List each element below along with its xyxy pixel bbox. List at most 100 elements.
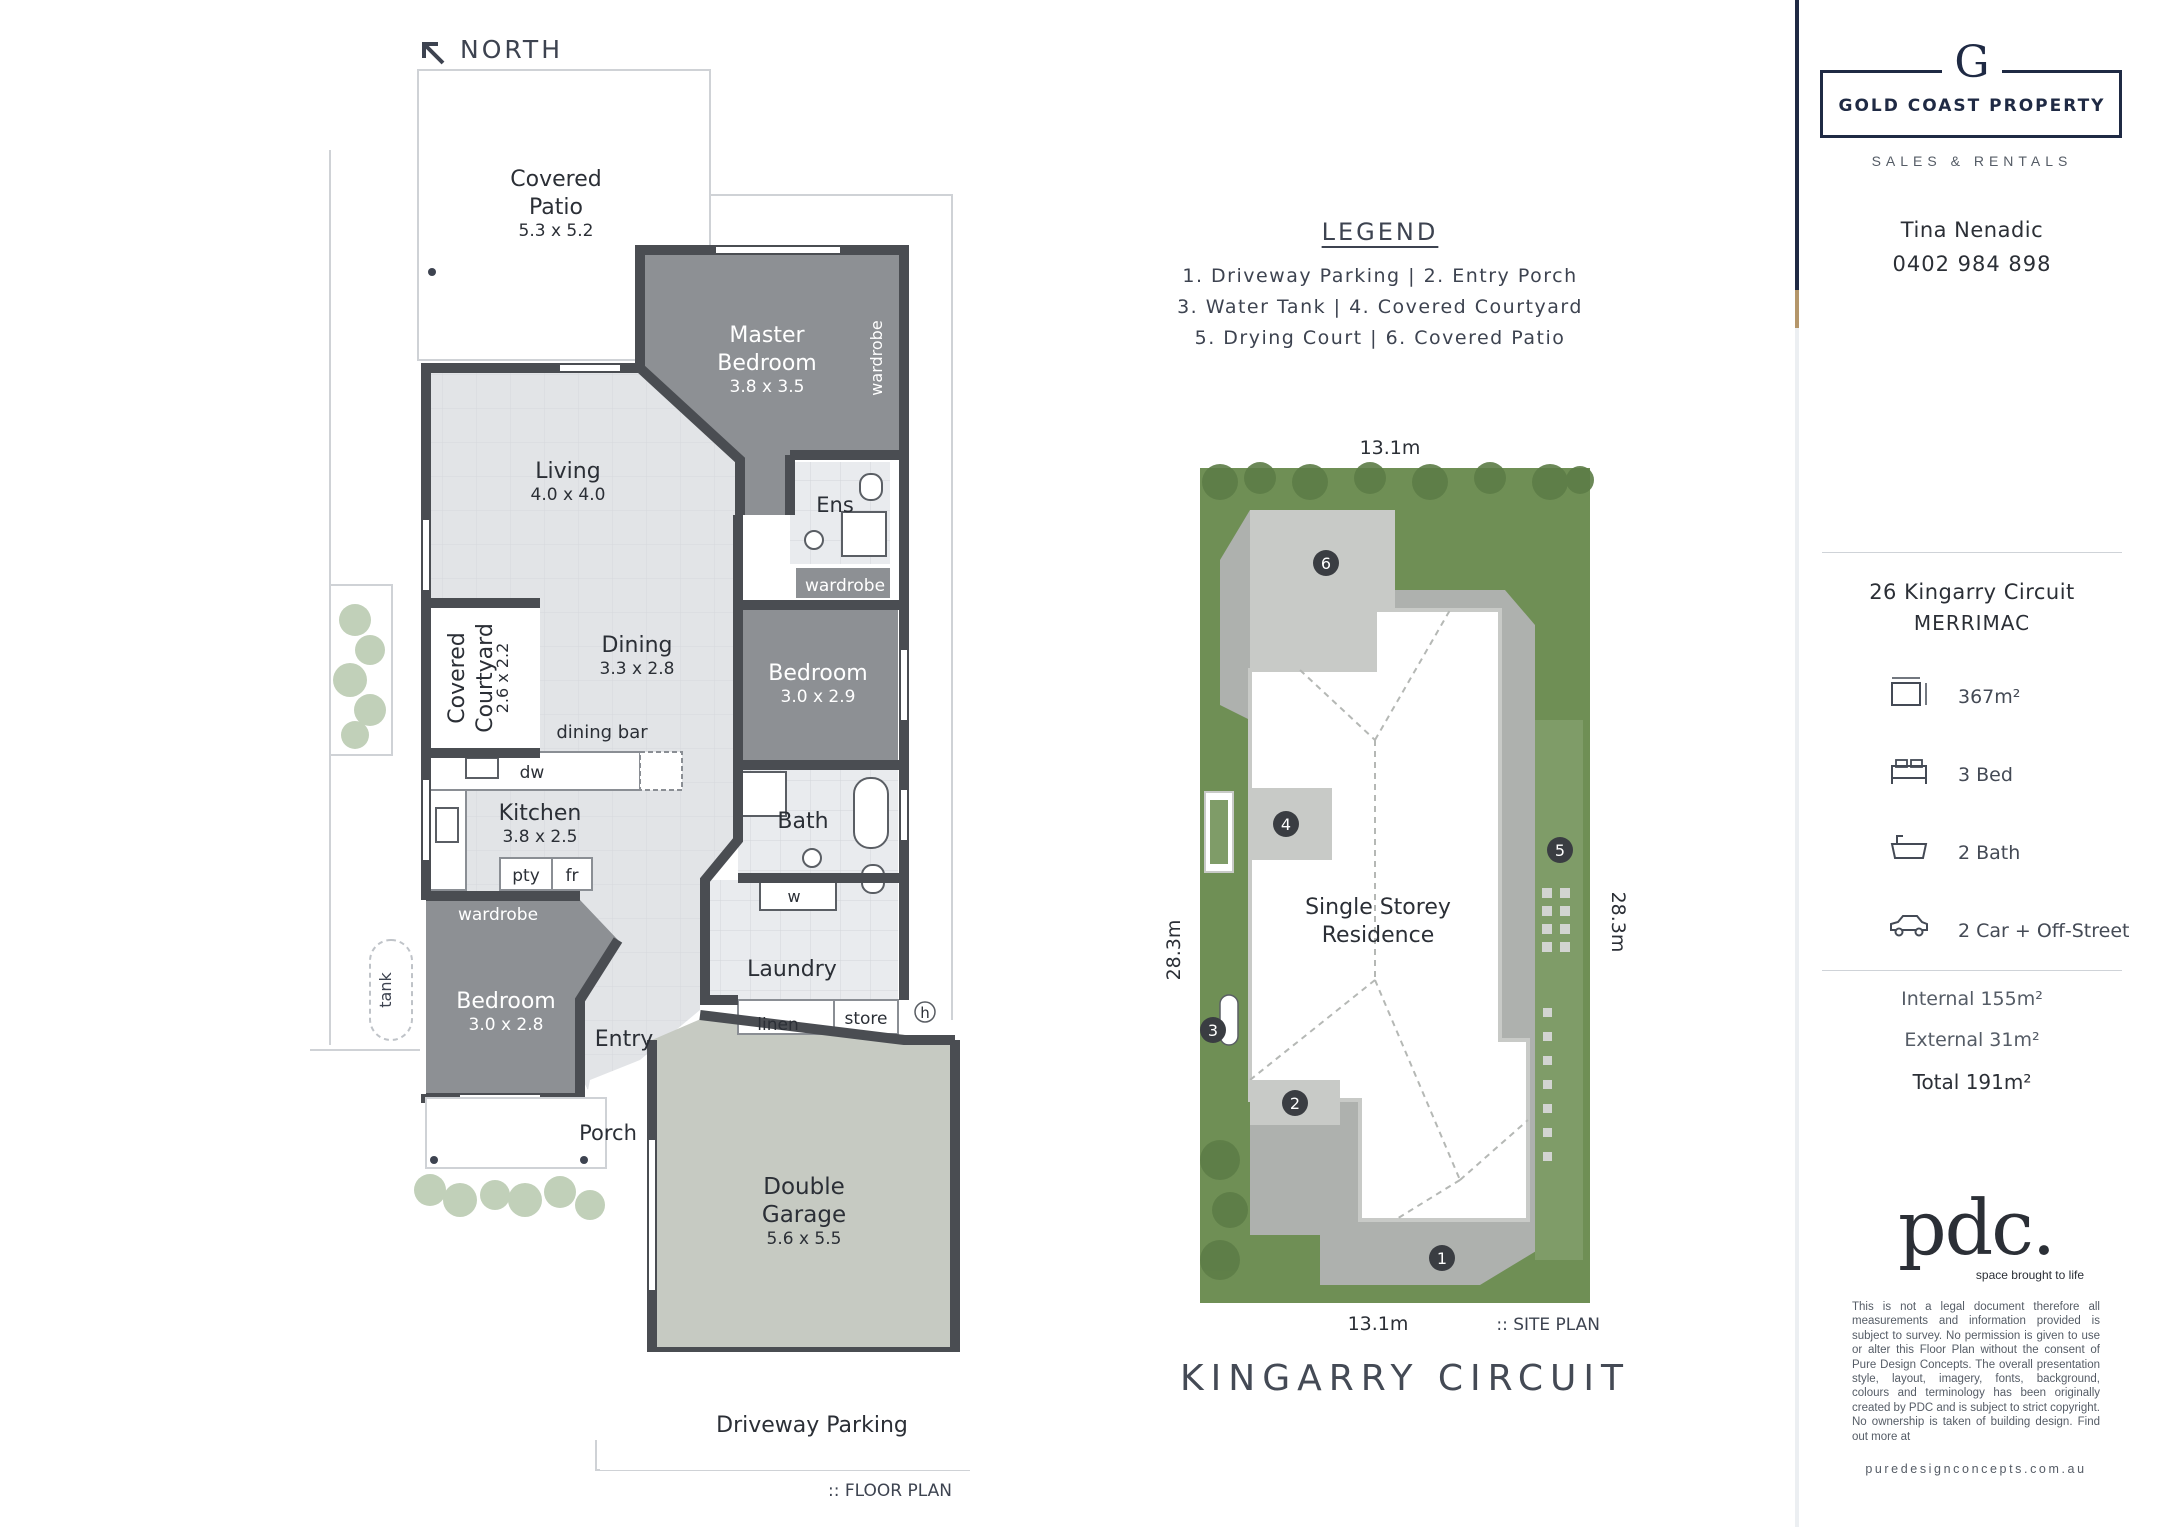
site-marker-5: 5 [1547,837,1573,863]
bath-icon [1890,835,1928,859]
front-garden-plants [414,1174,605,1220]
north-arrow-icon [422,42,445,65]
svg-text:2: 2 [1290,1094,1300,1113]
bathtub-icon [853,777,889,849]
legend-line-2: 3. Water Tank | 4. Covered Courtyard [1177,296,1583,318]
porch-post-icon-2 [580,1156,588,1164]
sidebar-accent-navy [1795,0,1799,290]
label-master-bedroom-size: 3.8 x 3.5 [730,377,805,397]
svg-text:1: 1 [1437,1249,1447,1268]
laundry-room [706,880,898,1000]
label-dining-bar: dining bar [556,722,648,743]
label-laundry: Laundry [747,957,837,982]
pdc-website-link[interactable]: puredesignconcepts.com.au [1865,1462,2087,1476]
site-dim-right: 28.3m [1607,892,1629,953]
label-tank: tank [376,972,395,1008]
sidebar-accent-gold [1795,290,1799,328]
driveway-area [600,1352,970,1470]
label-fridge: fr [566,866,579,886]
ens-shower-icon [841,511,887,557]
site-marker-6: 6 [1313,550,1339,576]
svg-text:5: 5 [1555,841,1565,860]
car-icon [1890,915,1928,937]
agent-phone[interactable]: 0402 984 898 [1892,252,2052,276]
living-floor [426,368,735,1090]
sidebar-divider [1795,0,1799,1527]
site-marker-1: 1 [1429,1245,1455,1271]
area-total: Total 191m² [1912,1070,2032,1094]
label-linen: linen [757,1015,798,1035]
agent-name: Tina Nenadic [1900,218,2044,242]
ens-toilet-icon [859,473,883,501]
fridge-space [551,857,593,891]
site-plan-caption: :: SITE PLAN [1496,1315,1600,1335]
patio-post-icon [428,268,436,276]
site-dim-left: 28.3m [1163,920,1185,981]
ens-wardrobe-block [796,568,890,598]
property-address-line1: 26 Kingarry Circuit [1869,580,2075,604]
feature-bathrooms: 2 Bath [1958,842,2021,864]
label-porch: Porch [579,1121,637,1145]
pdc-logo: pdc. [1897,1183,2056,1272]
double-garage-room [652,1015,955,1352]
label-ensuite: Ens [816,493,854,517]
brand-name: GOLD COAST PROPERTY [1838,96,2106,116]
courtyard-plants [333,604,386,749]
label-pantry: pty [512,866,540,886]
label-driveway: Driveway Parking [716,1413,908,1438]
site-hedges [1200,462,1594,1280]
sidebar-rule-1 [1822,552,2122,553]
label-covered-patio-size: 5.3 x 5.2 [519,221,594,241]
disclaimer-text: This is not a legal document therefore a… [1852,1301,2100,1443]
porch-area [425,1097,607,1169]
porch-post-icon [430,1156,438,1164]
label-dishwasher: dw [520,763,545,783]
property-address-line2: MERRIMAC [1913,611,2031,635]
label-wardrobe-bed3: wardrobe [458,905,538,925]
ens-basin-icon [804,530,824,550]
label-kitchen: Kitchen [499,801,582,826]
pantry-cupboard [499,857,553,891]
bedroom-3-room [426,900,618,1094]
site-marker-2: 2 [1282,1090,1308,1116]
hot-water-icon [914,1001,936,1023]
site-dim-bottom: 13.1m [1348,1313,1409,1335]
label-store: store [845,1009,888,1029]
site-covered-patio [1250,510,1395,670]
label-wc: w [787,887,800,906]
svg-text:4: 4 [1281,815,1291,834]
vanity-basin-icon [802,848,822,868]
label-double-garage-size: 5.6 x 5.5 [767,1229,842,1249]
site-courtyard-plants [1210,800,1228,864]
label-bedroom-3-size: 3.0 x 2.8 [469,1015,544,1035]
label-bedroom-3: Bedroom [456,989,556,1014]
windows [423,247,907,1290]
feature-parking: 2 Car + Off-Street [1958,920,2130,942]
cooktop-icon [435,807,459,843]
label-kitchen-size: 3.8 x 2.5 [503,827,578,847]
label-dining-size: 3.3 x 2.8 [600,659,675,679]
label-bedroom-2-size: 3.0 x 2.9 [781,687,856,707]
label-living: Living [535,459,600,484]
feature-land-area: 367m² [1958,686,2021,708]
land-area-icon [1891,677,1927,706]
brand-logo-initial: G [1942,38,2002,88]
drying-court-squares [1542,888,1570,1161]
svg-text:6: 6 [1321,554,1331,573]
street-name: KINGARRY CIRCUIT [1180,1358,1630,1399]
site-marker-3: 3 [1200,1017,1226,1043]
label-wardrobe-master: wardrobe [867,320,886,395]
drying-court-area [1535,720,1583,1260]
label-hws: h [920,1004,930,1022]
label-covered-courtyard-size: 2.6 x 2.2 [493,643,512,714]
label-bath: Bath [777,809,828,834]
legend-line-3: 5. Drying Court | 6. Covered Patio [1194,327,1566,349]
water-tank [369,939,413,1041]
label-bedroom-2: Bedroom [768,661,868,686]
